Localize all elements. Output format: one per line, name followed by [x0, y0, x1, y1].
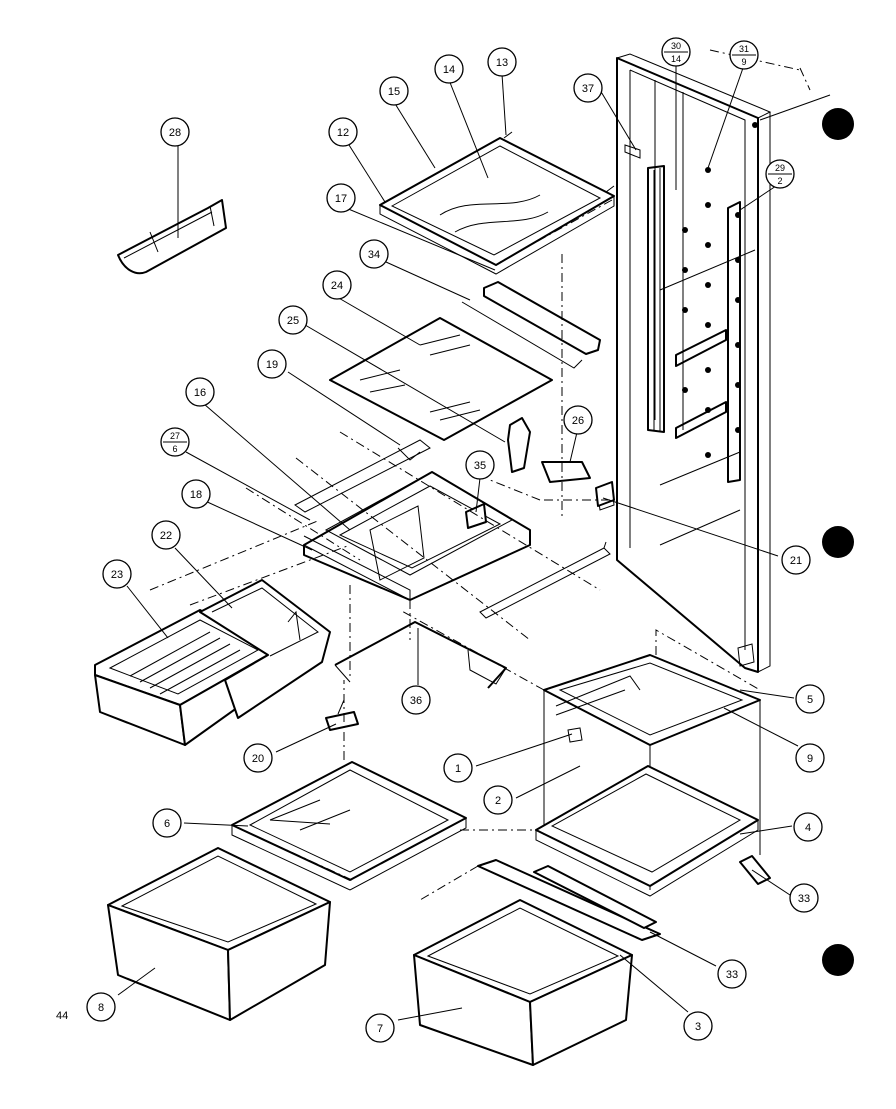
- callout-13: 13: [487, 47, 517, 77]
- callout-29-2: 292: [765, 159, 795, 189]
- part-24-25-glass-shelf: [329, 317, 553, 441]
- callout-17: 17: [326, 183, 356, 213]
- callout-33-upper: 33: [789, 883, 819, 913]
- callout-14-label: 14: [443, 64, 455, 76]
- part-16-18-crisper-frame: [303, 471, 531, 601]
- callout-25: 25: [278, 305, 308, 335]
- part-33-slides: [477, 855, 771, 941]
- callout-22: 22: [151, 520, 181, 550]
- callout-23-label: 23: [111, 569, 123, 581]
- callout-26: 26: [563, 405, 593, 435]
- part-34-shelf-rail: [461, 281, 601, 369]
- callout-24-label: 24: [331, 280, 343, 292]
- callout-34: 34: [359, 239, 389, 269]
- callout-7-label: 7: [377, 1023, 383, 1035]
- callout-25-label: 25: [287, 315, 299, 327]
- callout-29-label: 29: [775, 163, 785, 173]
- callout-2-label: 2: [495, 795, 501, 807]
- callout-9: 9: [795, 743, 825, 773]
- registration-dot-bottom: [822, 944, 854, 976]
- callout-12: 12: [328, 117, 358, 147]
- callout-37: 37: [573, 73, 603, 103]
- callout-20: 20: [243, 743, 273, 773]
- callout-20-label: 20: [252, 753, 264, 765]
- callout-28: 28: [160, 117, 190, 147]
- part-19-crisper-cover-frame: [294, 439, 431, 513]
- callout-30-label: 30: [671, 41, 681, 51]
- callout-27-label: 27: [170, 431, 180, 441]
- part-12-15-top-shelf: [379, 131, 615, 275]
- callout-18: 18: [181, 479, 211, 509]
- part-4-pan-frame: [535, 765, 759, 897]
- callout-13-label: 13: [496, 57, 508, 69]
- callout-27-6: 276: [160, 427, 190, 457]
- registration-dot-top: [822, 108, 854, 140]
- callout-17-label: 17: [335, 193, 347, 205]
- callout-15-label: 15: [388, 86, 400, 98]
- callout-15: 15: [379, 76, 409, 106]
- callout-2: 2: [483, 785, 513, 815]
- callout-31-sub-label: 9: [741, 57, 746, 67]
- callout-6: 6: [152, 808, 182, 838]
- crisper-support-rails: [479, 541, 611, 619]
- callout-16-label: 16: [194, 387, 206, 399]
- part-20-bracket: [325, 699, 359, 731]
- leader-lines: [117, 64, 799, 1021]
- callout-5: 5: [795, 684, 825, 714]
- callout-33-lower: 33: [717, 959, 747, 989]
- alignment-lines: [149, 49, 811, 901]
- callout-31-9: 319: [729, 40, 759, 70]
- cabinet-liner: [597, 53, 831, 673]
- callout-1-label: 1: [455, 763, 461, 775]
- callout-19: 19: [257, 349, 287, 379]
- callout-9-label: 9: [807, 753, 813, 765]
- callout-37-label: 37: [582, 83, 594, 95]
- callout-3: 3: [683, 1011, 713, 1041]
- callout-4: 4: [793, 812, 823, 842]
- callout-29-sub-label: 2: [777, 176, 782, 186]
- callout-26-label: 26: [572, 415, 584, 427]
- callout-5-label: 5: [807, 694, 813, 706]
- callout-7: 7: [365, 1013, 395, 1043]
- callout-8-label: 8: [98, 1002, 104, 1014]
- callout-34-label: 34: [368, 249, 380, 261]
- callout-36: 36: [401, 685, 431, 715]
- callout-27-sub-label: 6: [172, 444, 177, 454]
- callout-28-label: 28: [169, 127, 181, 139]
- callout-22-label: 22: [160, 530, 172, 542]
- callout-33-upper-label: 33: [798, 893, 810, 905]
- callout-1: 1: [443, 753, 473, 783]
- callout-24: 24: [322, 270, 352, 300]
- part-22-23-pans: [94, 579, 331, 746]
- page-number: 44: [56, 1010, 69, 1022]
- callout-18-label: 18: [190, 489, 202, 501]
- callout-8: 8: [86, 992, 116, 1022]
- part-28-door-bin: [117, 199, 227, 275]
- callout-33-lower-label: 33: [726, 969, 738, 981]
- callout-36-label: 36: [410, 695, 422, 707]
- callout-12-label: 12: [337, 127, 349, 139]
- callout-16: 16: [185, 377, 215, 407]
- callout-35-label: 35: [474, 460, 486, 472]
- callout-4-label: 4: [805, 822, 811, 834]
- callout-3-label: 3: [695, 1021, 701, 1033]
- callout-14: 14: [434, 54, 464, 84]
- callout-6-label: 6: [164, 818, 170, 830]
- part-7-crisper-drawer: [413, 899, 633, 1066]
- callout-19-label: 19: [266, 359, 278, 371]
- callout-21: 21: [781, 545, 811, 575]
- part-8-crisper-drawer: [107, 847, 331, 1021]
- callout-35: 35: [465, 450, 495, 480]
- part-6-pan-frame: [231, 761, 467, 891]
- callout-23: 23: [102, 559, 132, 589]
- registration-dot-middle: [822, 526, 854, 558]
- part-36-crisper-support: [334, 621, 507, 689]
- callout-30-sub-label: 14: [671, 54, 681, 64]
- callout-31-label: 31: [739, 44, 749, 54]
- part-26-control-assembly: [507, 417, 615, 507]
- callout-21-label: 21: [790, 555, 802, 567]
